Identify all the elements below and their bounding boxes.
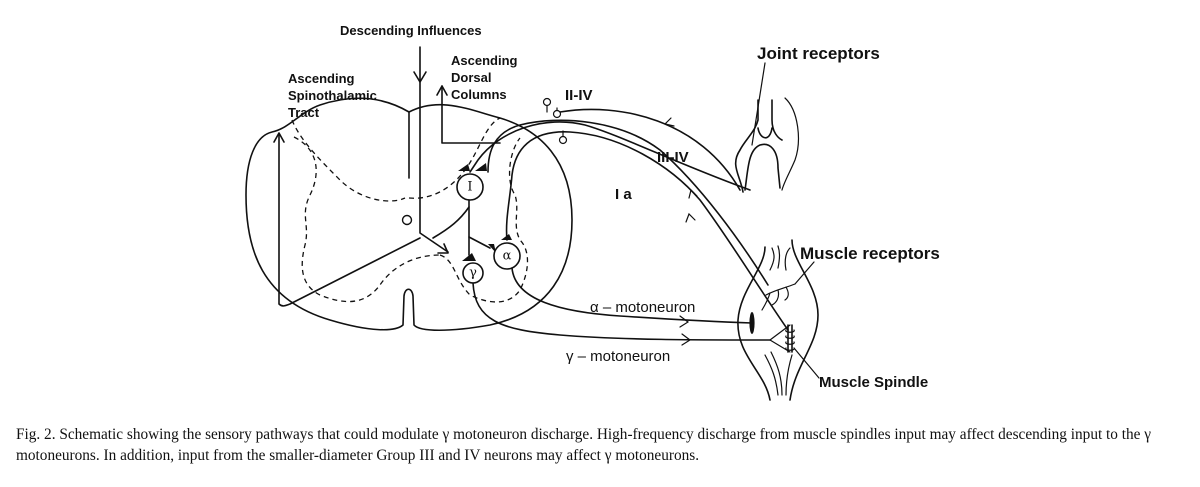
- gamma-motoneuron-axon: [472, 282, 771, 341]
- descending-influences-line: [419, 46, 449, 253]
- label-spinothalamic-3: Tract: [288, 105, 320, 120]
- label-descending-influences: Descending Influences: [340, 23, 482, 38]
- label-muscle-receptors: Muscle receptors: [800, 244, 940, 263]
- label-group-ii-iv: II-IV: [565, 87, 593, 104]
- muscle-fibers-bottom: [764, 351, 793, 396]
- muscle-receptor-endings: [761, 283, 796, 311]
- schematic-figure: I α γ Descending Influences Ascending Sp…: [245, 23, 940, 401]
- afferent-terminal-ia: [558, 130, 568, 145]
- grey-matter-right-horn: [439, 137, 529, 303]
- group-ii-iv-fiber: [559, 108, 741, 191]
- spinothalamic-tract-line: [278, 134, 421, 307]
- grey-matter-left-horn: [293, 136, 441, 303]
- label-muscle-spindle: Muscle Spindle: [819, 374, 928, 391]
- label-gamma-motoneuron: γ – motoneuron: [566, 348, 670, 365]
- alpha-motoneuron-cell-label: α: [503, 249, 512, 264]
- label-spinothalamic-1: Ascending: [288, 71, 355, 86]
- alpha-motoneuron-cell: [493, 242, 521, 270]
- alpha-motoneuron-axon: [511, 267, 753, 324]
- label-dorsal-columns-3: Columns: [451, 87, 507, 102]
- afferent-terminal-ii-iv: [542, 97, 552, 113]
- neuromuscular-junction: [749, 312, 755, 334]
- muscle-spindle-coils: [785, 329, 795, 351]
- muscle-fibers-top: [769, 245, 791, 271]
- grey-matter-left: [291, 119, 406, 202]
- label-group-iii-iv: III-IV: [657, 149, 689, 166]
- grey-matter-right: [408, 117, 501, 199]
- group-ia-fiber: [505, 131, 789, 331]
- label-spinothalamic-2: Spinothalamic: [288, 88, 377, 103]
- descending-arrowhead-top: [413, 71, 427, 83]
- group-iii-iv-fiber: [487, 119, 769, 286]
- synapse-interneuron-1: [458, 164, 470, 171]
- gamma-motoneuron-cell-label: γ: [469, 266, 477, 281]
- dorsal-columns-arrowhead: [436, 85, 448, 96]
- afferent-terminal-iii-iv: [552, 107, 562, 119]
- label-dorsal-columns-2: Dorsal: [451, 70, 491, 85]
- synapse-alpha-1: [488, 244, 496, 253]
- central-canal: [401, 214, 413, 226]
- label-dorsal-columns-1: Ascending: [451, 53, 518, 68]
- label-group-ia: I a: [615, 186, 632, 203]
- synapse-interneuron-2: [475, 163, 487, 171]
- joint-structure: [734, 99, 783, 193]
- synapse-alpha-2: [501, 234, 512, 240]
- muscle-spindle-pointer: [793, 347, 820, 379]
- gamma-motoneuron-arrow: [681, 333, 692, 346]
- label-alpha-motoneuron: α – motoneuron: [590, 299, 695, 316]
- muscle-receptors-pointer: [794, 261, 815, 285]
- group-ia-arrow: [685, 212, 696, 223]
- interneuron-label: I: [467, 180, 472, 195]
- descending-arrowhead-bottom: [437, 243, 449, 254]
- joint-afferent-fiber: [469, 121, 751, 191]
- spinal-cord-outline: [245, 97, 573, 331]
- interneuron-descending-branch: [432, 206, 470, 239]
- muscle-belly: [737, 239, 819, 401]
- interneuron-to-alpha: [468, 236, 491, 249]
- synapse-gamma: [462, 253, 476, 261]
- label-joint-receptors: Joint receptors: [757, 44, 880, 63]
- joint-receptors-pointer: [751, 62, 766, 146]
- dorsal-columns-line: [441, 85, 501, 144]
- interneuron-cell: [456, 173, 484, 201]
- spinothalamic-arrowhead: [273, 132, 285, 143]
- figure-caption: Fig. 2. Schematic showing the sensory pa…: [16, 426, 1152, 464]
- alpha-motoneuron-arrow: [679, 315, 690, 328]
- joint-capsule: [781, 97, 800, 191]
